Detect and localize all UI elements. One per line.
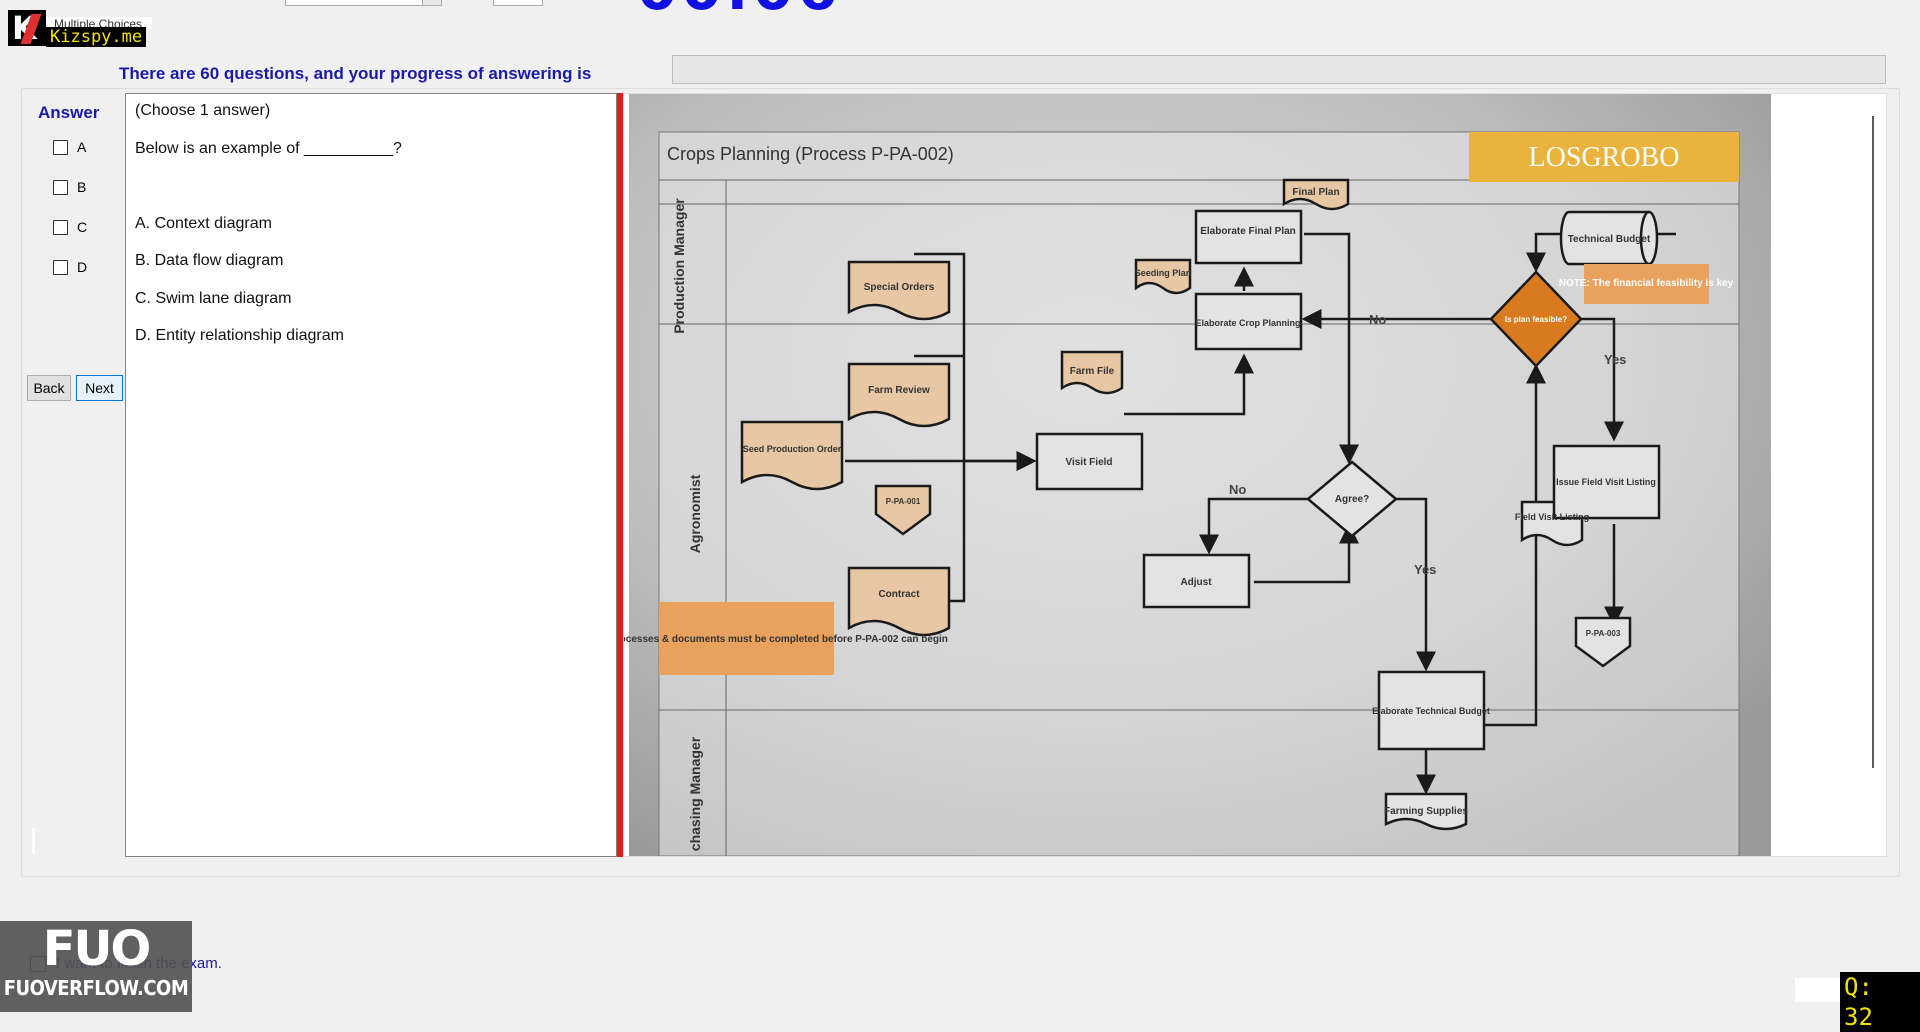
note-feasibility (1584, 264, 1709, 304)
svg-text:Yes: Yes (1414, 562, 1436, 577)
svg-text:Farming Supplies: Farming Supplies (1384, 806, 1468, 817)
doc-farming-supplies (1384, 792, 1468, 831)
doc-contract (847, 566, 951, 637)
next-button[interactable]: Next (76, 375, 123, 401)
option-b-checkbox[interactable]: B (53, 176, 86, 198)
progress-bar (672, 55, 1886, 84)
question-stem: Below is an example of __________? (135, 140, 402, 157)
logo-text: LOSGROBO (1529, 142, 1680, 173)
box-issue-field-visit-listing (1552, 444, 1661, 520)
svg-text:Elaborate Final Plan: Elaborate Final Plan (1200, 226, 1296, 237)
connector-ppa001 (874, 484, 932, 536)
question-panel[interactable]: (Choose 1 answer) Below is an example of… (125, 93, 617, 857)
svg-text:Agronomist: Agronomist (687, 474, 703, 553)
svg-text:Special Orders: Special Orders (864, 282, 935, 293)
lane-agronomist: Agronomist (687, 474, 703, 553)
svg-text:Elaborate Technical Budget: Elaborate Technical Budget (1372, 706, 1490, 716)
svg-text:P-PA-001: P-PA-001 (886, 497, 921, 506)
box-adjust (1142, 553, 1251, 609)
kizspy-watermark: Kizspy.me (46, 27, 147, 47)
top-spin-box[interactable] (493, 0, 543, 6)
choice-c: C. Swim lane diagram (135, 290, 292, 307)
svg-text:Farm Review: Farm Review (868, 385, 930, 396)
box-elaborate-final-plan (1194, 209, 1303, 265)
exam-group-frame (21, 88, 1900, 877)
svg-text:NOTE: The financial feasibilit: NOTE: The financial feasibility is key (1559, 278, 1734, 289)
question-number-badge: Q: 32 (1840, 972, 1920, 1032)
checkbox-icon[interactable] (53, 179, 68, 195)
losgrobo-logo (1469, 132, 1739, 182)
question-image-panel: Crops Planning (Process P-PA-002) LOSGRO… (623, 93, 1887, 857)
chevron-down-icon[interactable] (422, 0, 441, 5)
svg-text:No: No (1369, 312, 1386, 327)
svg-text:Technical Budget: Technical Budget (1568, 234, 1651, 245)
doc-final-plan (1282, 178, 1350, 211)
answer-label: Answer (38, 103, 100, 122)
lane-production-manager: Production Manager (671, 198, 687, 334)
choice-a: A. Context diagram (135, 215, 272, 232)
fuo-logo-text: FUO (42, 921, 152, 977)
question-instruction: (Choose 1 answer) (135, 102, 271, 119)
connector-ppa003 (1574, 616, 1632, 668)
box-visit-field (1035, 432, 1144, 491)
countdown-timer: 00:06 (637, 0, 842, 18)
note-processes (659, 602, 834, 675)
choice-b: B. Data flow diagram (135, 252, 284, 269)
option-a-checkbox[interactable]: A (53, 136, 86, 158)
svg-text:Adjust: Adjust (1180, 577, 1212, 588)
panel-splitter[interactable] (617, 93, 623, 857)
svg-text:P-PA-003: P-PA-003 (1586, 629, 1621, 638)
svg-text:No: No (1229, 482, 1246, 497)
lane-purchasing-manager: chasing Manager (687, 736, 703, 851)
svg-text:Seeding Plan: Seeding Plan (1135, 268, 1192, 278)
svg-text:Seed Production Order: Seed Production Order (743, 444, 842, 454)
svg-text:Elaborate Crop Planning: Elaborate Crop Planning (1195, 318, 1300, 328)
box-elaborate-crop-planning (1194, 292, 1303, 351)
diagram-title: Crops Planning (Process P-PA-002) (667, 144, 954, 164)
decision-feasible (1489, 270, 1583, 368)
checkbox-icon[interactable] (53, 259, 68, 275)
top-combo-box[interactable] (285, 0, 442, 6)
progress-text: There are 60 questions, and your progres… (119, 64, 592, 83)
doc-farm-file (1060, 350, 1124, 395)
svg-text:Is plan feasible?: Is plan feasible? (1505, 315, 1567, 324)
qnum-background (1795, 978, 1845, 1002)
svg-text:Final Plan: Final Plan (1292, 187, 1339, 198)
fuoverflow-watermark: FUO FUOVERFLOW.COM (0, 921, 192, 1012)
decision-agree (1306, 460, 1398, 538)
checkbox-icon[interactable] (53, 139, 68, 155)
doc-special-orders (847, 260, 951, 321)
option-d-checkbox[interactable]: D (53, 256, 87, 278)
svg-text:Yes: Yes (1604, 352, 1626, 367)
doc-seed-production-order (740, 420, 844, 491)
swimlane-diagram: Crops Planning (Process P-PA-002) LOSGRO… (624, 94, 1771, 856)
choice-d: D. Entity relationship diagram (135, 327, 344, 344)
option-c-checkbox[interactable]: C (53, 216, 87, 238)
svg-text:Farm File: Farm File (1070, 366, 1115, 377)
svg-text:Issue Field Visit Listing: Issue Field Visit Listing (1556, 477, 1656, 487)
back-button[interactable]: Back (27, 375, 71, 401)
doc-seeding-plan (1134, 258, 1192, 295)
tab-multiple-choices[interactable]: Multiple Choices (44, 17, 153, 29)
svg-text:Agree?: Agree? (1335, 494, 1369, 505)
svg-text:NOTE: These processes & docume: NOTE: These processes & documents must b… (624, 634, 948, 645)
svg-text:Production Manager: Production Manager (671, 198, 687, 334)
box-elaborate-technical-budget (1377, 670, 1486, 751)
checkbox-icon[interactable] (53, 219, 68, 235)
svg-text:Contract: Contract (878, 589, 920, 600)
scroll-indicator (32, 828, 35, 854)
kizspy-logo-icon: K (8, 10, 46, 46)
fuo-site-text: FUOVERFLOW.COM (3, 976, 189, 1000)
svg-text:Visit Field: Visit Field (1065, 457, 1112, 468)
svg-text:Field Visit Listing: Field Visit Listing (1515, 512, 1589, 522)
svg-text:chasing Manager: chasing Manager (687, 736, 703, 851)
image-scrollbar[interactable] (1872, 116, 1874, 768)
doc-farm-review (847, 362, 951, 428)
